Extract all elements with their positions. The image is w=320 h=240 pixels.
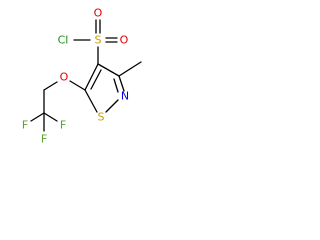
atom-f-mid: F <box>41 133 47 146</box>
molecule-structure: Cl S O O O N S F F F <box>22 7 142 146</box>
bond-n-c3 <box>118 75 125 92</box>
atom-f-left: F <box>22 119 28 132</box>
atom-cl: Cl <box>58 34 69 47</box>
atom-s-ring: S <box>98 111 105 124</box>
bond-n-c3-inner <box>113 78 119 93</box>
atom-o-right: O <box>120 34 129 47</box>
atom-o-top: O <box>94 7 103 20</box>
bond-cf3-f-right <box>43 112 58 122</box>
atom-f-right: F <box>60 119 66 132</box>
bond-c3-methyl <box>118 61 142 77</box>
bond-o-ether-ch2 <box>43 81 58 91</box>
atom-labels: Cl S O O O N S F F F <box>22 7 129 146</box>
bond-s-ring-n <box>105 99 119 113</box>
bond-c5-o-ether <box>69 80 86 91</box>
atom-s-sulfonyl: S <box>95 34 102 47</box>
atom-n-ring: N <box>121 90 129 103</box>
bond-c3-c4 <box>97 63 120 77</box>
bonds <box>30 19 142 132</box>
bond-c4-c5 <box>84 63 99 91</box>
bond-c5-s-ring <box>84 89 98 113</box>
bond-c5-c4-inner <box>90 69 102 90</box>
bond-cf3-f-left <box>30 112 45 122</box>
atom-o-ether: O <box>60 71 69 84</box>
